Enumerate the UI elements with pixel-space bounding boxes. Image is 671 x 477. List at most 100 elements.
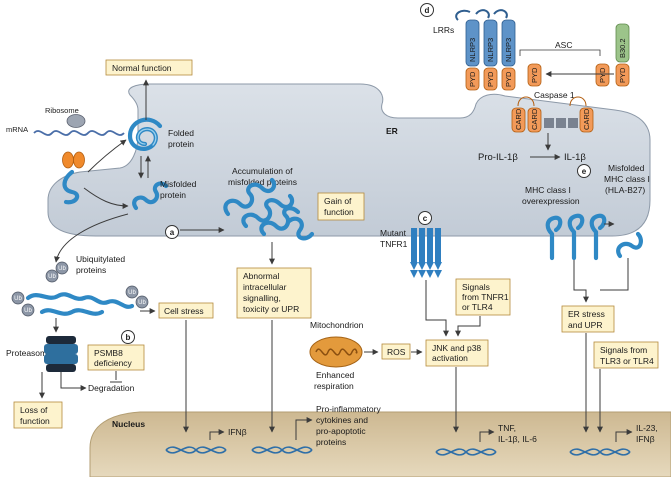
pyd-label-5: PYD (598, 67, 607, 83)
jnk-p38-box: JNK and p38 activation (425, 339, 489, 367)
abnormal-text-2: intracellular (243, 282, 287, 292)
loss-of-function-text-2: function (20, 416, 50, 426)
il23-label-1: IL-23, (636, 423, 658, 433)
misfolded-protein-icon (132, 181, 169, 211)
badge-b-text: b (126, 333, 131, 342)
abnormal-text-3: signalling, (243, 293, 281, 303)
mitochondrion-icon (309, 336, 363, 368)
gain-of-function-box: Gain of function (317, 192, 365, 221)
b302-label: B30.2 (618, 38, 627, 58)
card-label-1: CARD (514, 108, 523, 130)
il23-label-2: IFNβ (636, 434, 655, 444)
cell-stress-box: Cell stress (158, 302, 214, 319)
mutant-tnfr1-label-1: Mutant (380, 228, 407, 238)
caspase1-icon (511, 96, 594, 133)
normal-function-box: Normal function (105, 59, 193, 76)
loss-of-function-text-1: Loss of (20, 405, 48, 415)
asc-bracket (519, 49, 601, 56)
ros-box: ROS (381, 343, 411, 360)
arrow-signals-to-jnk (455, 316, 481, 337)
tnf-label-2: IL-1β, IL-6 (498, 434, 537, 444)
proteasome-icon (44, 336, 78, 372)
badge-d-text: d (425, 6, 430, 15)
folded-protein-icon (127, 117, 163, 151)
badge-b (121, 330, 135, 344)
badge-c (418, 211, 432, 225)
pyd-label-4: PYD (530, 67, 539, 83)
arrow-mhc-to-er-stress (573, 260, 589, 303)
normal-function-text: Normal function (112, 63, 172, 73)
ub-tag-text-4: Ub (24, 308, 32, 314)
misfolded-protein-label-2: protein (160, 190, 186, 200)
er-stress-text-1: ER stress (568, 309, 605, 319)
protein-aggregate-icon (223, 177, 315, 241)
pyd-label-1: PYD (468, 71, 477, 87)
nucleus (89, 411, 671, 477)
nucleus-label: Nucleus (112, 419, 145, 429)
mhc-class-i-icon (545, 213, 643, 261)
nlrp3-label-1: NLRP3 (468, 38, 477, 62)
psmb8-deficiency-box: PSMB8 deficiency (87, 344, 145, 371)
abnormal-signalling-box: Abnormal intracellular signalling, toxic… (236, 267, 312, 319)
ribosome-icon (62, 114, 86, 169)
er-label: ER (386, 126, 398, 136)
lrrs-label: LRRs (433, 25, 454, 35)
degradation-label: Degradation (88, 383, 135, 393)
ros-text: ROS (387, 347, 406, 357)
signals-tnfr1-box: Signals from TNFR1 or TLR4 (455, 278, 511, 316)
tnf-label-1: TNF, (498, 423, 516, 433)
mhc-overexpression-label-2: overexpression (522, 196, 580, 206)
jnk-text-2: activation (432, 353, 468, 363)
pyd-label-3: PYD (504, 71, 513, 87)
badge-a-text: a (170, 228, 175, 237)
enhanced-respiration-label-2: respiration (314, 381, 354, 391)
inhibition-line (110, 371, 122, 383)
ubiquitylated-protein-icon (25, 292, 135, 316)
psmb8-text-2: deficiency (94, 358, 133, 368)
ubiquitylated-label-2: proteins (76, 265, 106, 275)
arrow-chain-to-folded (87, 139, 127, 173)
nlrp3-label-2: NLRP3 (486, 38, 495, 62)
signals-tlr3-box: Signals from TLR3 or TLR4 (593, 341, 659, 369)
signals-tnfr1-text-2: from TNFR1 (462, 292, 509, 302)
b302-icon (615, 23, 630, 63)
card-label-3: CARD (582, 108, 591, 130)
badge-e (577, 164, 591, 178)
mrna-strand (33, 130, 125, 136)
badge-d (420, 3, 434, 17)
nlrp3-icon (455, 9, 516, 67)
misfolded-mhc-label-2: MHC class I (604, 174, 650, 184)
er-stress-text-2: and UPR (568, 320, 603, 330)
badge-e-text: e (582, 167, 587, 176)
arrow-chain-to-misfolded (83, 187, 129, 209)
ubiquitylated-label-1: Ubiquitylated (76, 254, 125, 264)
folded-protein-label-1: Folded (168, 128, 194, 138)
nascent-chain (62, 169, 80, 205)
jnk-text-1: JNK and p38 (432, 343, 481, 353)
misfolded-mhc-label-1: Misfolded (608, 163, 645, 173)
pro-il1b-label: Pro-IL-1β (478, 152, 518, 163)
card-label-2: CARD (530, 108, 539, 130)
mutant-tnfr1-label-2: TNFR1 (380, 239, 408, 249)
mhc-overexpression-label-1: MHC class I (525, 185, 571, 195)
nlrp3-label-3: NLRP3 (504, 38, 513, 62)
badge-c-text: c (423, 214, 428, 223)
arrow-tnfr1-to-jnk (425, 280, 449, 337)
proinflammatory-label-4: proteins (316, 437, 346, 447)
caspase1-label: Caspase 1 (534, 90, 575, 100)
signals-tlr3-text-1: Signals from (600, 345, 647, 355)
accumulation-label-2: misfolded proteins (228, 177, 297, 187)
er-membrane (47, 83, 651, 237)
loss-of-function-box: Loss of function (13, 401, 63, 429)
er-stress-upr-box: ER stress and UPR (561, 305, 615, 333)
proinflammatory-label-2: cytokines and (316, 415, 368, 425)
arrow-misfolded-mhc-to-er-stress (600, 258, 629, 291)
arrow-proteasome-to-degradation (60, 372, 87, 391)
gain-of-function-text-1: Gain of (324, 196, 352, 206)
pyd-domains (465, 63, 630, 91)
signals-tnfr1-text-1: Signals (462, 282, 490, 292)
ifnb-label: IFNβ (228, 427, 247, 437)
il1b-label: IL-1β (564, 152, 586, 163)
ub-tag-text-3: Ub (14, 296, 22, 302)
